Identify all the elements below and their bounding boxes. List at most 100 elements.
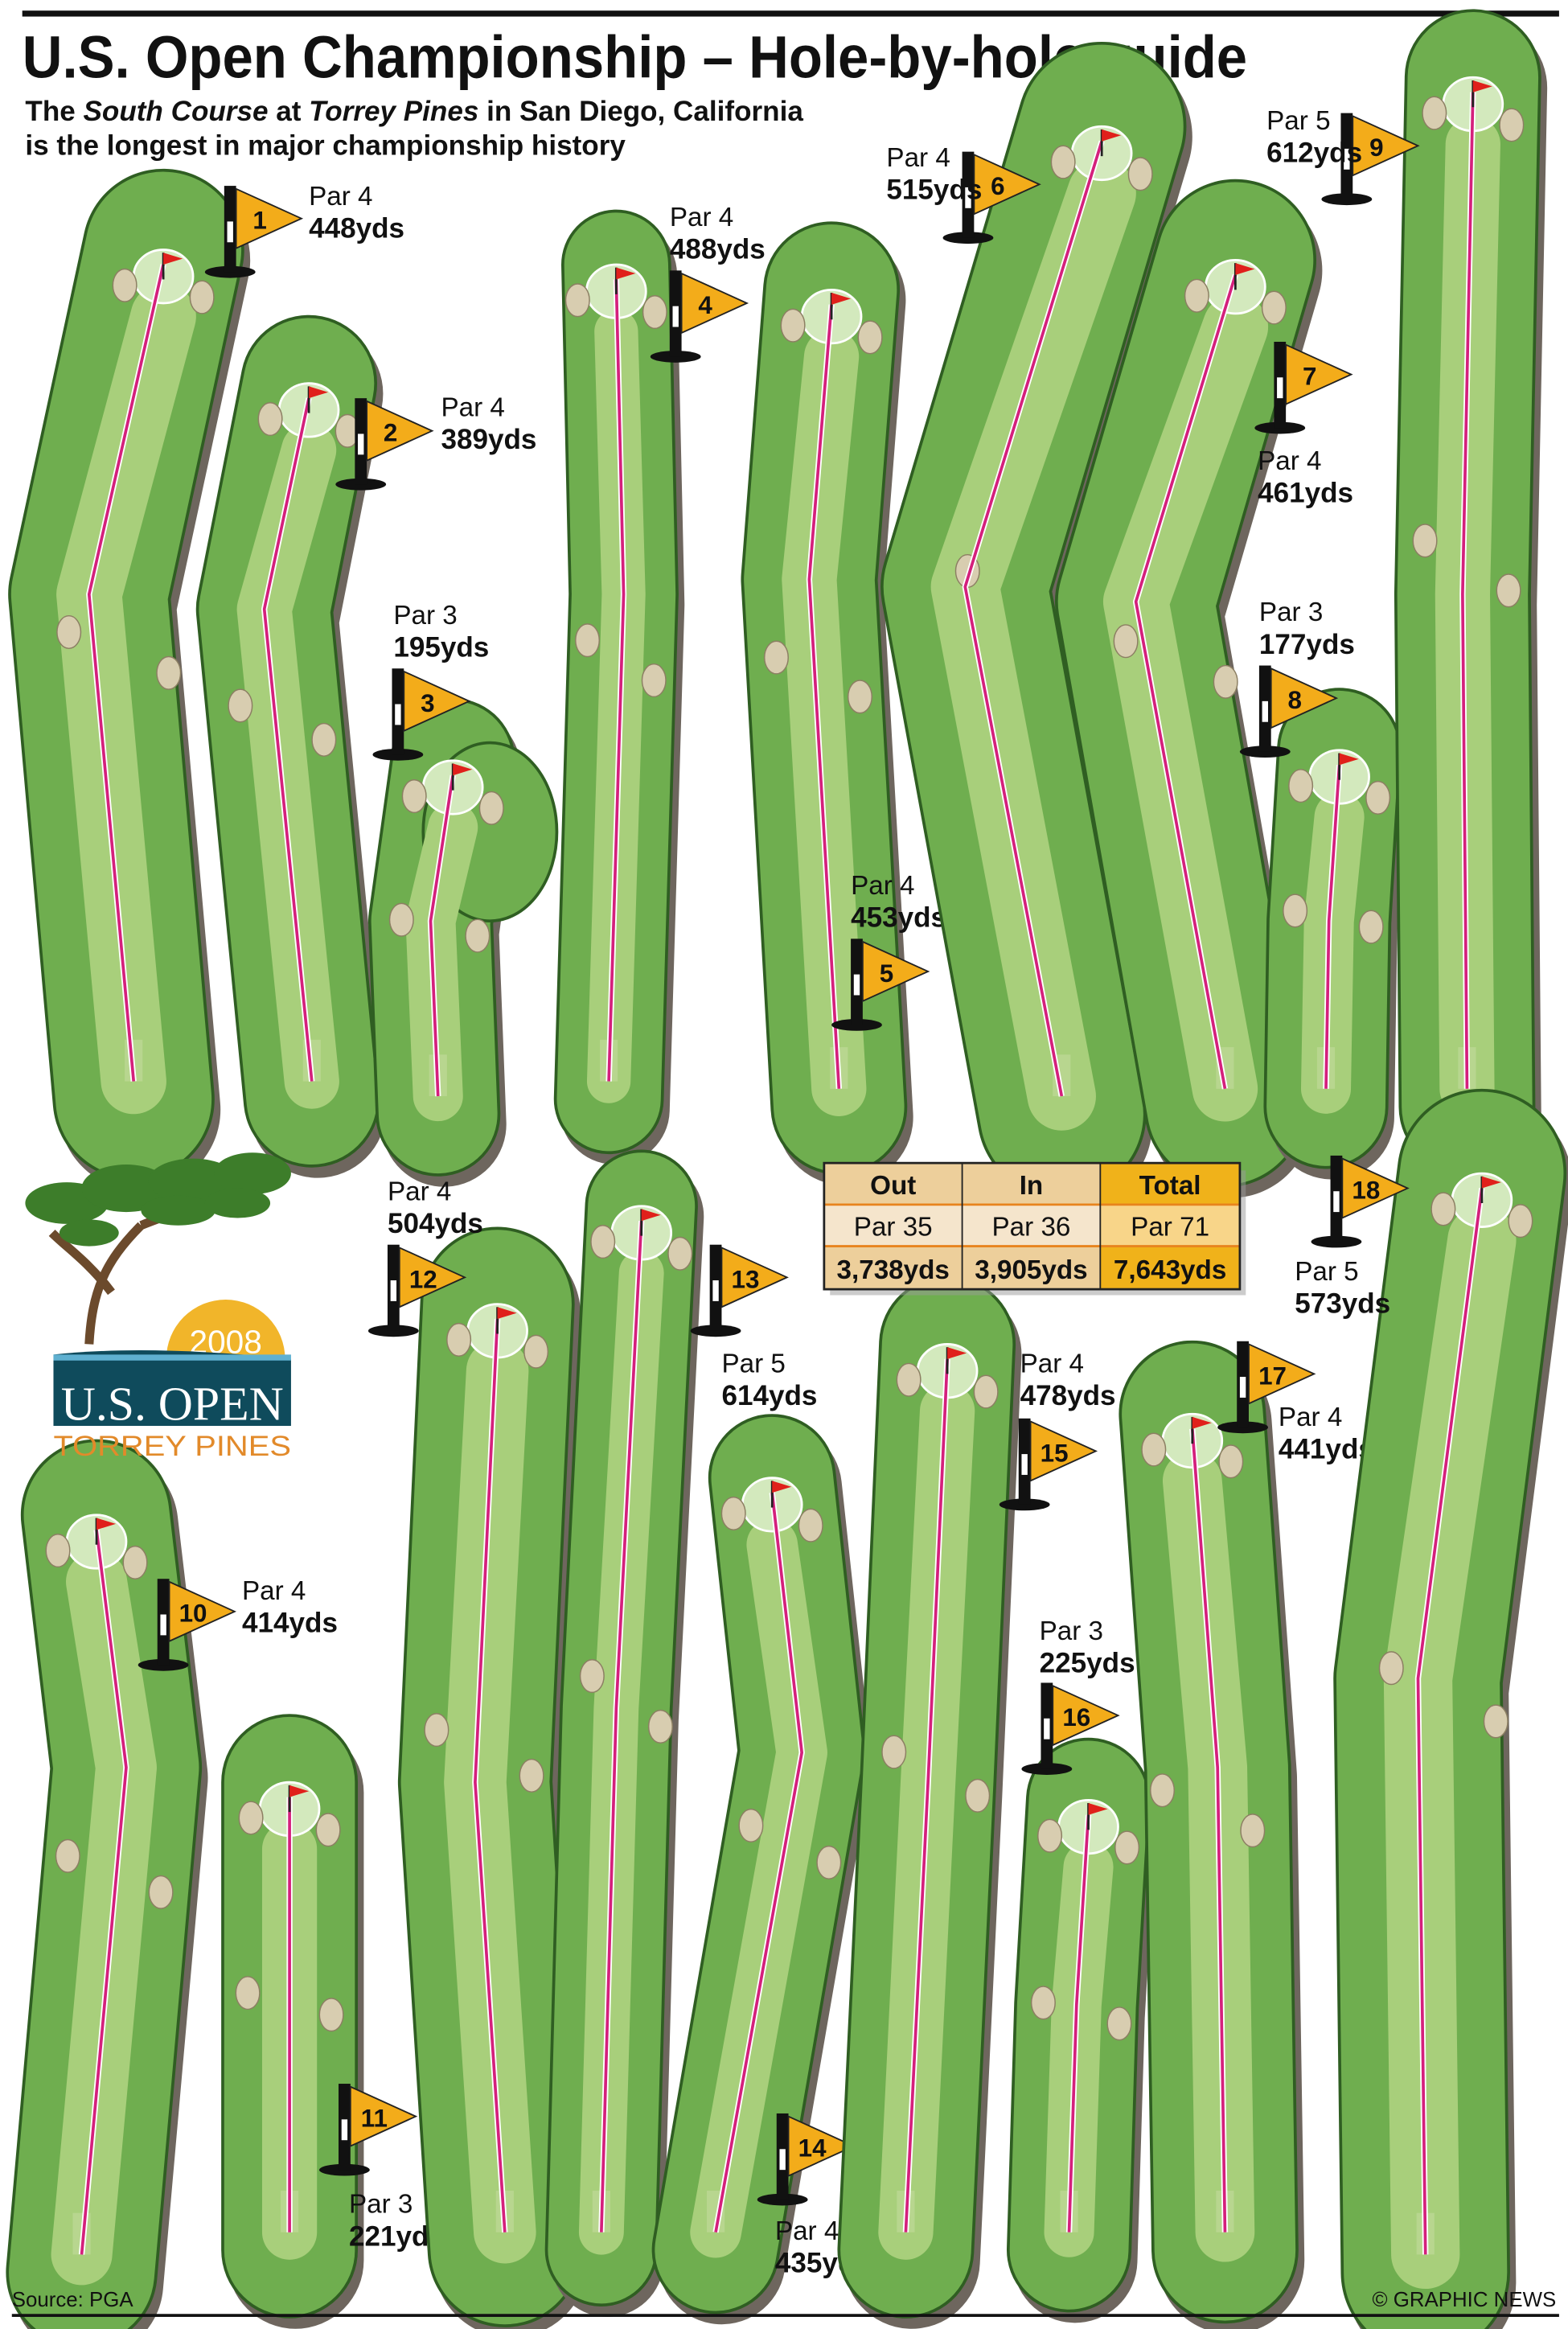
shot-line [262,397,314,1082]
bunker [446,1322,472,1357]
bunker [112,268,138,302]
bunker [575,623,601,658]
hole-par: Par 3 [1040,1616,1103,1646]
hole-par: Par 3 [393,601,457,631]
bunker [1113,624,1139,659]
bunker [1149,1773,1176,1808]
bunker [965,1778,991,1813]
bunker [579,1659,605,1694]
hole-number: 1 [252,207,266,235]
hole-marker-flag: 1 [204,186,304,278]
bunker [780,308,806,343]
pin-flag-icon [96,1518,117,1530]
hole-par: Par 4 [1279,1403,1342,1432]
bunker [1141,1432,1167,1467]
bunker [311,722,337,757]
bunker [816,1845,842,1879]
source-note: Source: PGA [12,2289,134,2311]
bunker [1240,1813,1266,1848]
logo-wave [53,1354,291,1361]
pin-flag-icon [1102,129,1122,142]
bunker [401,778,427,814]
pin-flag-icon [289,1785,310,1797]
bunker [1483,1704,1508,1739]
top-rule [22,10,1559,17]
bunker [1037,1818,1063,1853]
hole-number: 18 [1352,1176,1380,1204]
subtitle-text: at [268,96,309,127]
subtitle-course: South Course [84,96,269,127]
bunker [257,401,283,437]
bunker [641,663,667,698]
bunker [1288,769,1314,803]
bunker [1422,96,1447,130]
bunker [1261,290,1287,325]
hole-yardage: 488yds [670,234,766,265]
hole-marker-flag: 17 [1217,1341,1316,1434]
bunker [189,280,215,314]
hole-marker-flag: 7 [1254,341,1353,434]
shot-line [1324,765,1341,1089]
bunker [424,1713,449,1748]
hole-marker-flag: 5 [831,939,930,1031]
bunker [55,1838,80,1873]
hole-marker-flag: 9 [1321,113,1420,206]
shot-line [1416,1188,1484,2255]
shot-line [474,1318,507,2232]
table-cell-par-row: Par 36 [992,1213,1071,1243]
hole-marker-flag: 15 [999,1418,1098,1511]
pin-flag-icon [453,763,473,776]
pin-flag-icon [831,293,852,305]
hole-number: 2 [384,419,397,447]
hole-number: 11 [361,2105,388,2133]
hole-par: Par 4 [775,2216,839,2246]
bunker [798,1508,823,1542]
hole-par: Par 5 [1266,106,1330,136]
bunker [667,1236,693,1271]
hole-number: 3 [421,689,434,717]
bunker [590,1224,616,1259]
shot-line [714,1492,804,2233]
bunker [156,655,182,690]
shot-line [904,1358,949,2232]
hole-number: 4 [698,291,712,319]
bunker [1499,108,1525,142]
bunker [1184,278,1209,313]
bunker [478,791,504,825]
logo-venue: TORREY PINES [53,1431,290,1462]
hole-par: Par 3 [1259,598,1323,627]
hole-marker-flag: 10 [138,1579,236,1671]
bunker [315,1813,341,1847]
hole-yardage: 461yds [1258,477,1353,508]
shot-line [600,1221,643,2232]
hole-number: 6 [991,172,1004,200]
bunker [564,283,590,318]
hole-yardage: 573yds [1295,1288,1390,1320]
pin-flag-icon [1088,1803,1108,1815]
hole-number: 10 [179,1600,207,1628]
pin-flag-icon [947,1347,967,1359]
bunker [1050,145,1076,179]
subtitle-venue: Torrey Pines [309,96,478,127]
bunker [1030,1986,1056,2020]
bunker [318,1998,344,2032]
table-cell-par-row: Par 71 [1131,1213,1209,1243]
hole-number: 5 [880,959,893,988]
pin-flag-icon [309,386,329,399]
table-cell-headers: In [1020,1171,1044,1201]
hole-marker-flag: 12 [367,1244,467,1337]
hole-par: Par 4 [670,203,733,232]
table-cell-yards-row: 3,738yds [837,1255,950,1285]
bunker [1283,893,1308,928]
bunker [763,640,789,675]
